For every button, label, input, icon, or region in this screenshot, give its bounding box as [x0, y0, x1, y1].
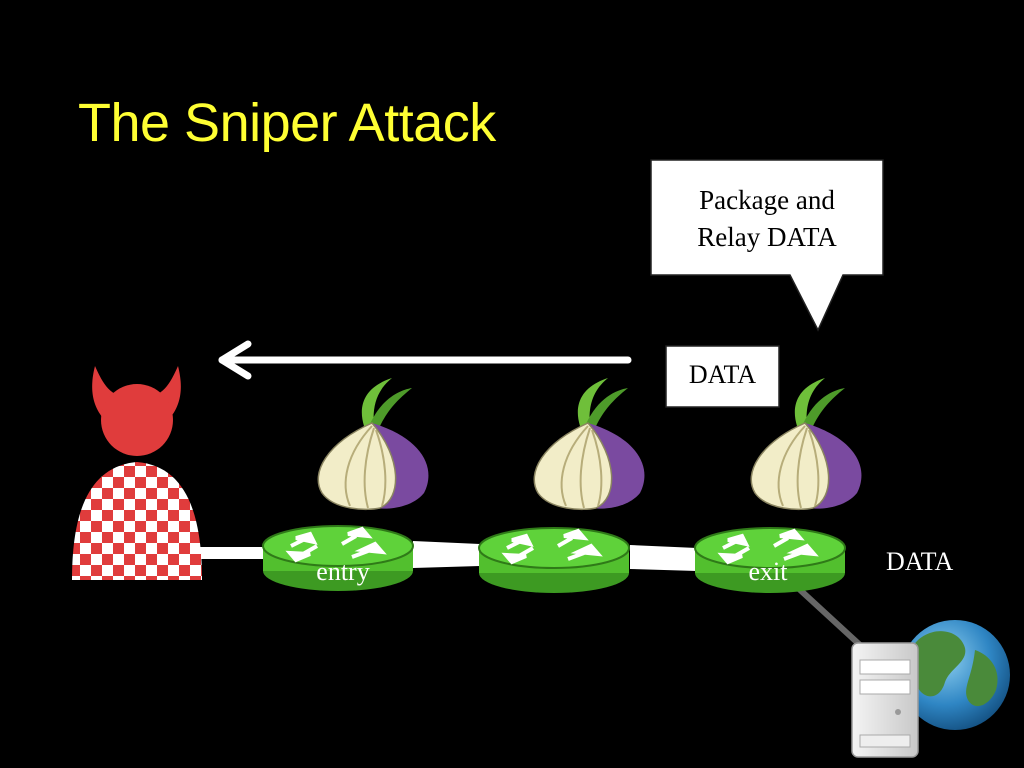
- return-arrow: [218, 340, 632, 380]
- onion-entry-icon: [317, 377, 430, 511]
- callout-text: Package and Relay DATA: [652, 182, 882, 256]
- callout-line-2: Relay DATA: [697, 222, 837, 252]
- globe-icon: [900, 620, 1010, 730]
- relay-label-exit: exit: [748, 557, 788, 586]
- callout-box: [650, 159, 884, 332]
- destination-data-label: DATA: [886, 547, 954, 576]
- onion-middle-icon: [533, 377, 646, 511]
- data-packet-label: DATA: [688, 360, 757, 389]
- data-packet-box: [665, 345, 780, 408]
- slide-title: The Sniper Attack: [78, 93, 496, 153]
- relay-label-entry: entry: [316, 557, 370, 586]
- devil-attacker-icon: [72, 366, 202, 580]
- server-icon: [851, 642, 919, 758]
- circuit-links: [200, 541, 863, 648]
- relay-middle: [477, 526, 631, 595]
- router-icon: [477, 526, 631, 595]
- callout-line-1: Package and: [699, 185, 835, 215]
